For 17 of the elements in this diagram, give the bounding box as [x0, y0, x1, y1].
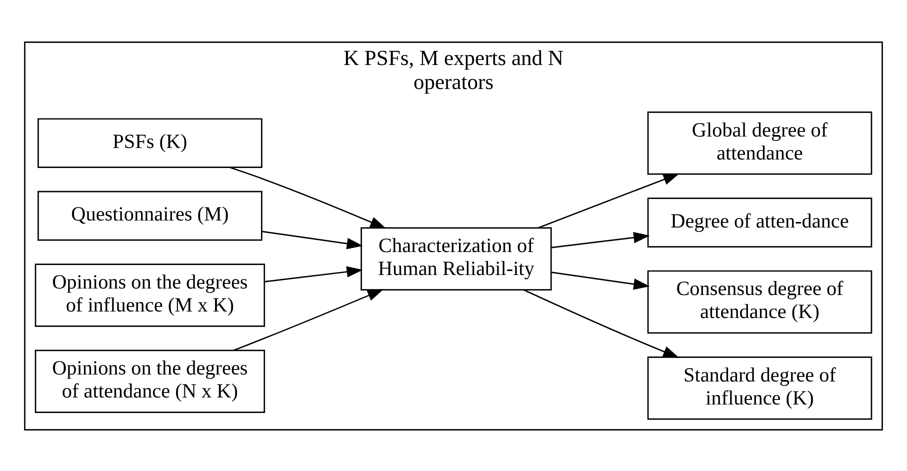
- arrow: [551, 271, 650, 290]
- arrow: [264, 266, 363, 282]
- arrow: [233, 288, 384, 351]
- arrow: [538, 173, 680, 228]
- arrow: [551, 231, 650, 248]
- arrow: [523, 288, 680, 358]
- arrow: [262, 230, 363, 249]
- node-box: PSFs (K): [38, 118, 262, 168]
- node-box: Consensus degree of attendance (K): [647, 270, 872, 334]
- node-box: Standard degree of influence (K): [647, 356, 872, 420]
- node-box: Opinions on the degrees of influence (M x K): [34, 263, 266, 326]
- node-box: Characterization of Human Reliabil-ity: [360, 226, 552, 290]
- node-box: Global degree of attendance: [647, 110, 872, 174]
- node-box: Opinions on the degrees of attendance (N x K): [34, 349, 266, 413]
- node-box: Questionnaires (M): [38, 190, 262, 240]
- arrow: [230, 166, 386, 228]
- node-box: Degree of atten-dance: [647, 197, 872, 247]
